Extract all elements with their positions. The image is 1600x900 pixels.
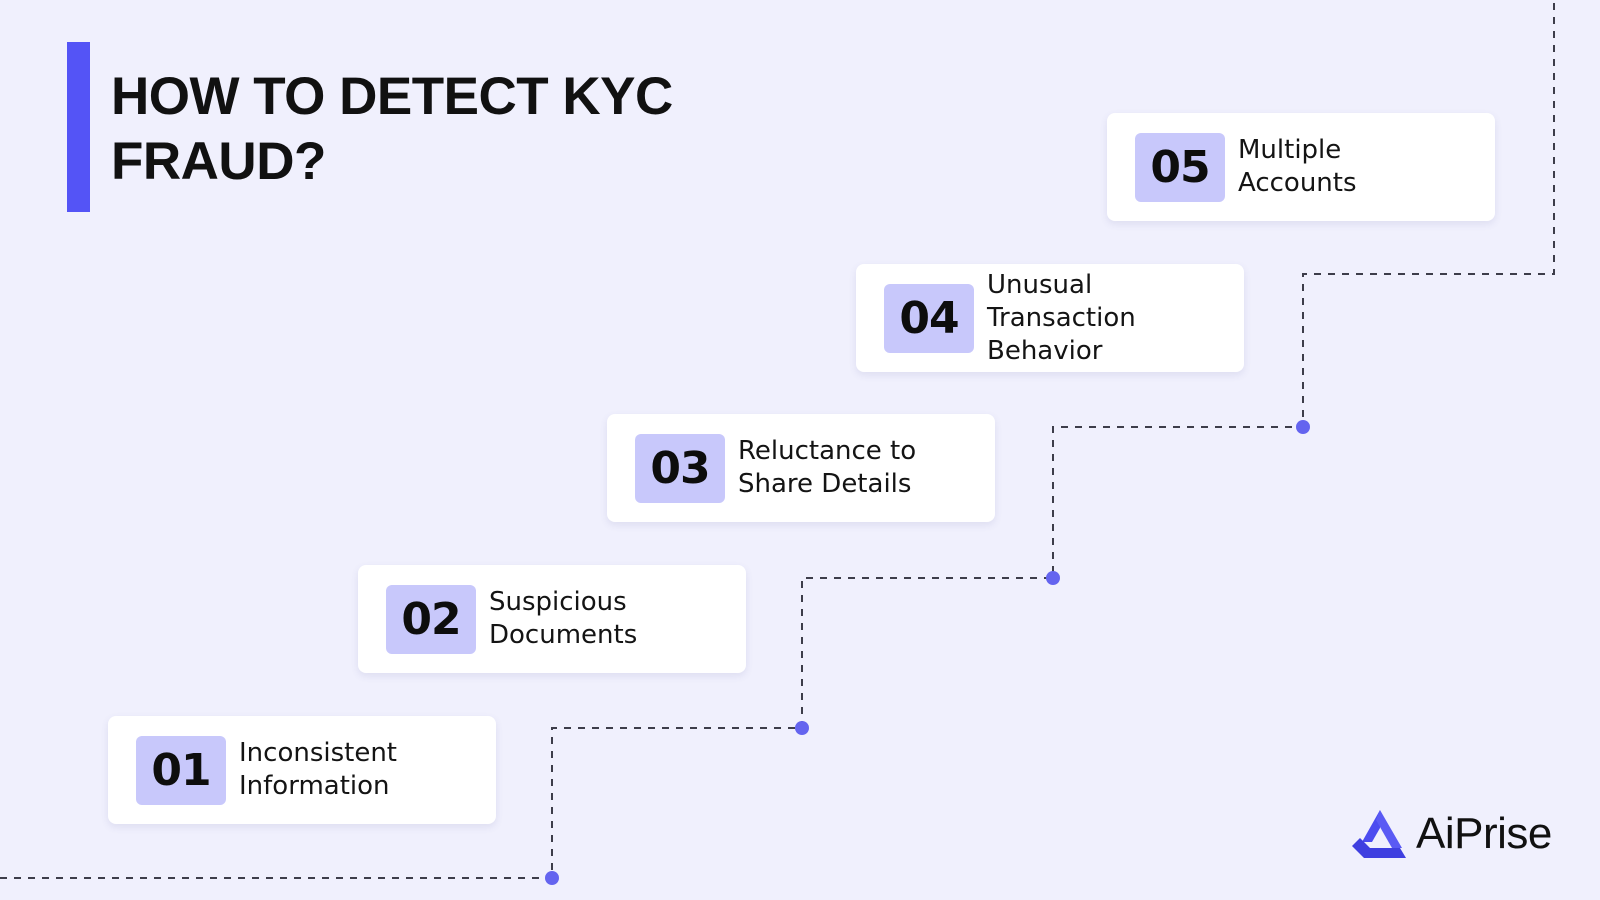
step-card-3: 03 Reluctance to Share Details (607, 414, 995, 522)
logo-text: AiPrise (1416, 809, 1552, 858)
aiprise-logo-icon (1352, 810, 1406, 858)
stair-node-3 (1046, 571, 1060, 585)
step-label-line: Accounts (1238, 168, 1357, 198)
stair-node-1 (545, 871, 559, 885)
step-card-1: 01 Inconsistent Information (108, 716, 496, 824)
step-label: Inconsistent Information (239, 716, 484, 824)
staircase-line (0, 0, 1555, 879)
title-accent-bar (67, 42, 90, 212)
step-number-badge: 01 (136, 736, 226, 805)
step-label: Multiple Accounts (1238, 113, 1483, 221)
step-label-line: Multiple (1238, 135, 1342, 165)
step-number-badge: 02 (386, 585, 476, 654)
aiprise-logo: AiPrise (1350, 806, 1560, 862)
step-label-line: Documents (489, 620, 638, 650)
step-label-line: Information (239, 771, 390, 801)
step-label: Unusual Transaction Behavior (987, 264, 1232, 372)
step-label-line: Share Details (738, 469, 912, 499)
page-title: HOW TO DETECT KYC FRAUD? (111, 67, 673, 191)
step-label: Suspicious Documents (489, 565, 734, 673)
stair-node-4 (1296, 420, 1310, 434)
step-label-line: Unusual (987, 269, 1093, 300)
step-label: Reluctance to Share Details (738, 414, 983, 522)
step-label-line: Inconsistent (239, 738, 398, 768)
step-label-line: Reluctance to (738, 436, 917, 466)
step-label-line: Suspicious (489, 587, 627, 617)
step-number-badge: 03 (635, 434, 725, 503)
step-card-4: 04 Unusual Transaction Behavior (856, 264, 1244, 372)
step-number-badge: 05 (1135, 133, 1225, 202)
step-card-5: 05 Multiple Accounts (1107, 113, 1495, 221)
step-card-2: 02 Suspicious Documents (358, 565, 746, 673)
stair-node-2 (795, 721, 809, 735)
step-label-line: Behavior (987, 335, 1103, 366)
step-label-line: Transaction (987, 302, 1136, 333)
step-number-badge: 04 (884, 284, 974, 353)
